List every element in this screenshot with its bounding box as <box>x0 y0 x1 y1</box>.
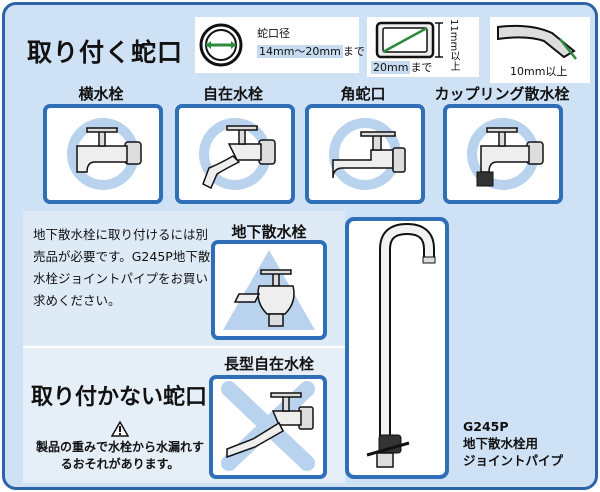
faucet-card-coupling <box>443 104 563 204</box>
spout-length-diagram-icon <box>497 24 577 60</box>
faucet-label-angle: 角蛇口 <box>340 85 386 103</box>
underground-card <box>211 240 327 340</box>
square-faucet-diagram-icon <box>375 21 443 59</box>
faucet-card-angle <box>305 104 425 204</box>
faucet-card-horizontal <box>43 104 163 204</box>
length-label: 10mm以上 <box>510 65 568 78</box>
warning-icon <box>111 421 129 437</box>
underground-label: 地下散水栓 <box>231 223 307 241</box>
pipe-caption-line2: 地下散水栓用 <box>463 436 539 451</box>
joint-pipe-card <box>345 217 449 479</box>
square-suffix: まで <box>410 61 433 74</box>
diameter-range: 14mm〜20mm <box>257 45 343 58</box>
faucet-card-swivel <box>175 104 295 204</box>
long-swivel-faucet-icon <box>221 381 315 471</box>
angle-faucet-icon <box>329 118 406 190</box>
page-title: 取り付く蛇口 <box>27 38 184 67</box>
underground-note: 地下散水栓に取り付けるには別売品が必要です。G245P地下散水栓ジョイントパイプ… <box>33 227 211 308</box>
square-width: 20mm <box>371 61 411 74</box>
faucet-label-swivel: 自在水栓 <box>202 85 263 103</box>
length-spec: 10mm以上 <box>490 17 590 83</box>
warning-block: 製品の重みで水栓から水漏れするおそれがあります。 <box>31 421 209 473</box>
swivel-faucet-icon <box>199 118 276 190</box>
diameter-label: 蛇口径 <box>257 27 290 40</box>
long-swivel-card <box>209 375 327 479</box>
underground-faucet-icon <box>223 250 315 330</box>
joint-pipe-icon <box>366 222 436 468</box>
diameter-icon <box>199 23 243 67</box>
horizontal-faucet-icon <box>67 118 142 190</box>
faucet-label-horizontal: 横水栓 <box>78 85 124 103</box>
coupling-faucet-icon <box>467 118 544 190</box>
diameter-suffix: まで <box>342 45 365 58</box>
not-attachable-title: 取り付かない蛇口 <box>31 385 208 410</box>
pipe-caption-line1: G245P <box>463 419 509 434</box>
warning-text: 製品の重みで水栓から水漏れするおそれがあります。 <box>35 440 204 471</box>
square-vertical-label: 11mm以上 <box>448 19 459 72</box>
pipe-caption-line3: ジョイントパイプ <box>463 453 564 468</box>
faucet-label-coupling: カップリング散水栓 <box>434 85 570 103</box>
joint-pipe-caption: G245P 地下散水栓用 ジョイントパイプ <box>463 418 563 469</box>
long-swivel-label: 長型自在水栓 <box>223 355 314 373</box>
